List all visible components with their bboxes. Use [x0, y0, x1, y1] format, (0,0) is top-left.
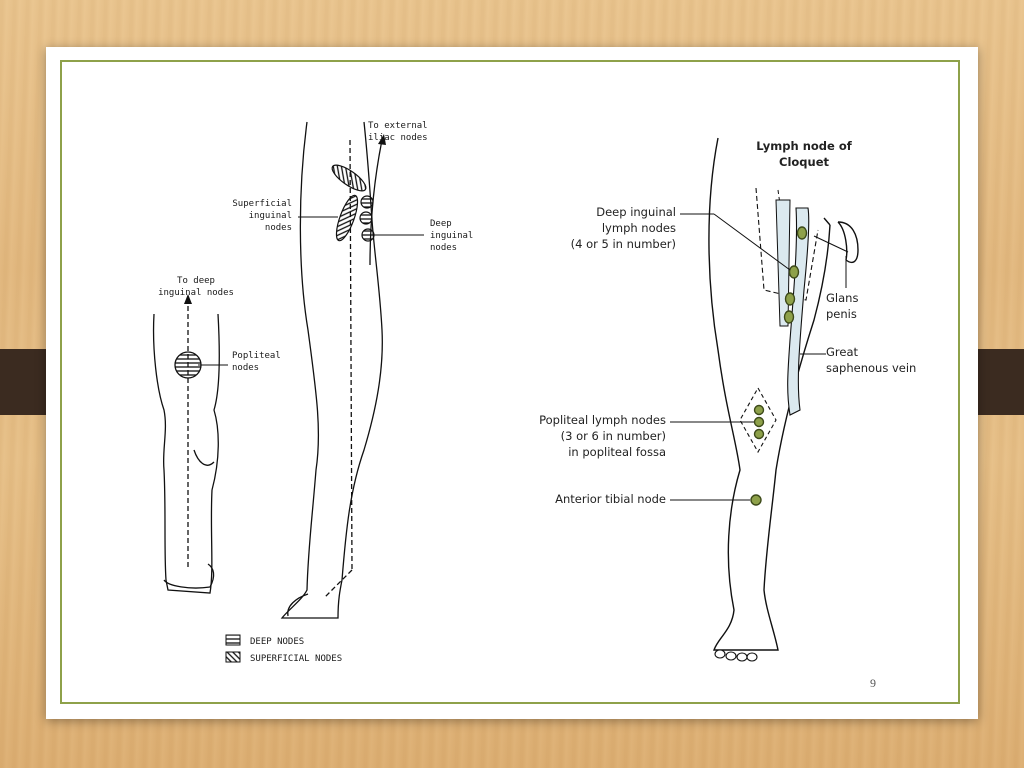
arrow-up-icon — [378, 134, 386, 145]
femoral-vein — [775, 199, 791, 327]
legend: DEEP NODES SUPERFICIAL NODES — [225, 634, 342, 664]
leader-lines — [670, 213, 849, 501]
legend-swatch-deep — [225, 634, 241, 646]
label-anterior-tibial-node: Anterior tibial node — [555, 492, 666, 506]
arrow-up-icon — [184, 294, 192, 304]
deep-node-3 — [361, 228, 375, 242]
legend-swatch-superficial — [225, 651, 241, 663]
foot-lymph-path — [323, 569, 353, 599]
great-saphenous-vein — [787, 207, 810, 416]
superficial-node-2 — [335, 194, 359, 242]
deep-inguinal-node-1 — [788, 265, 800, 279]
popliteal-node-cluster — [174, 351, 202, 379]
inguinal-nodes — [783, 226, 808, 324]
deep-inguinal-node-3 — [783, 310, 795, 324]
label-popliteal-lymph-nodes: Popliteal lymph nodes(3 or 6 in number)i… — [539, 413, 666, 459]
legend-label-superficial: SUPERFICIAL NODES — [250, 654, 342, 664]
deep-node-2 — [359, 211, 373, 225]
page-number: 9 — [870, 676, 876, 690]
superficial-node-1 — [331, 164, 367, 192]
slide-frame — [60, 60, 960, 704]
posterior-leg-drawing — [152, 313, 220, 594]
toes — [714, 649, 758, 662]
cloquet-node — [796, 226, 808, 240]
legend-label-deep: DEEP NODES — [250, 637, 304, 647]
popliteal-nodes — [753, 404, 765, 440]
popliteal-fossa-outline — [739, 386, 777, 454]
lateral-leg-drawing — [280, 121, 383, 619]
deep-node-1 — [360, 195, 374, 209]
anterior-tibial-node — [750, 494, 762, 506]
deep-inguinal-node-2 — [784, 292, 796, 306]
